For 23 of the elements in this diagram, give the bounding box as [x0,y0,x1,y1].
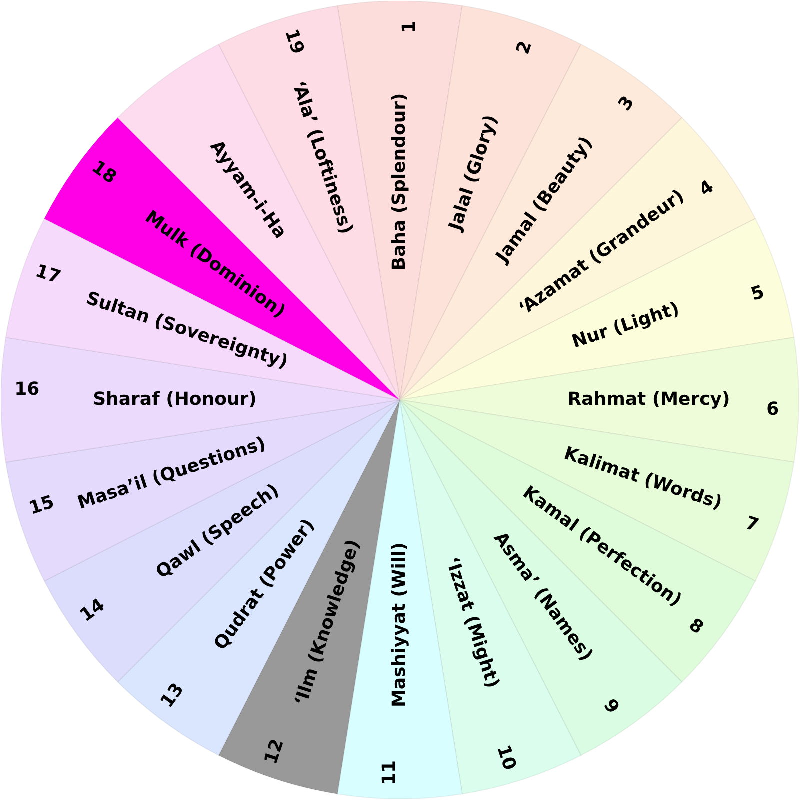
wedge-number: 11 [379,760,402,786]
wedge-number: 9 [598,696,624,719]
wedge-number: 13 [156,679,190,712]
wedge-number: 18 [87,156,121,190]
wedge-number: 1 [398,20,421,34]
wedge-number: 5 [748,282,767,306]
wedge-number: 16 [14,379,40,402]
wedge-label: Sharaf (Honour) [93,389,257,411]
wedge-number: 10 [492,742,520,773]
wedge-number: 7 [742,512,761,537]
wedge-number: 2 [512,39,537,58]
wedge-label: Mashiyyat (Will) [389,542,411,708]
wedge-label: Baha (Splendour) [389,93,411,271]
wedge-number: 12 [261,736,290,767]
wedge-label: Rahmat (Mercy) [568,389,730,411]
wedge-number: 6 [766,398,780,421]
wedge-number: 4 [696,176,719,202]
wedge-number: 15 [27,492,58,520]
wedge-number: 3 [614,92,640,116]
wedge-number: 17 [33,261,64,290]
wedge-number: 19 [280,27,308,58]
wedge-number: 8 [684,614,708,640]
wedge-number: 14 [76,595,110,628]
